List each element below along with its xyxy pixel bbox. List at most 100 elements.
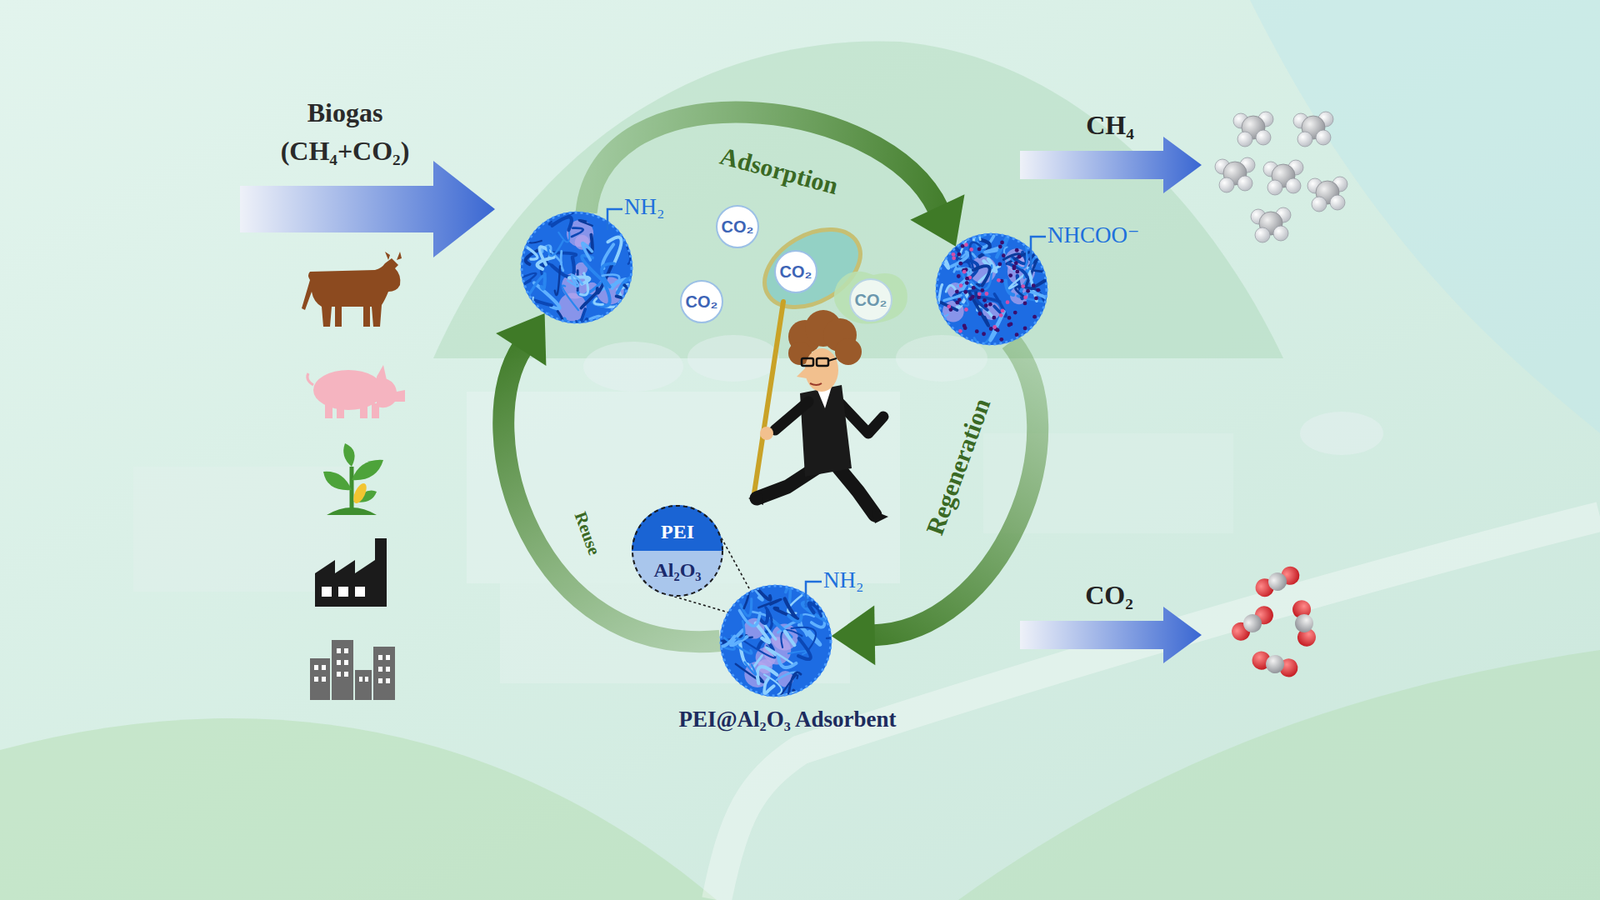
carbamate-dot [977,247,982,252]
carbamate-dot [1032,315,1037,320]
landscape [433,40,1284,359]
product-label: CH₄ [1085,109,1135,141]
biogas-arrow [240,160,495,258]
polymer-strand [745,662,757,675]
carbamate-dot [1000,309,1005,314]
polymer-strand [1011,246,1028,269]
methane-molecule [1263,160,1304,195]
adsorbent-particle: NH₂ [520,211,633,324]
buildings-icon [355,670,372,700]
polymer-strand [1003,254,1021,260]
pig-icon [325,403,333,419]
cow-icon [301,251,402,327]
pig-icon [376,376,405,408]
carbamate-dot [1025,289,1030,294]
polymer-strand [548,240,564,256]
functional-group: NH₂ [624,193,665,220]
arrow-shaft [871,341,1039,635]
buildings-icon [336,648,341,654]
landscape [0,718,717,900]
buildings-icon [336,671,341,677]
carbamate-dot [1023,301,1028,306]
polymer-strand [616,285,635,300]
process-arrow [586,111,965,246]
researcher-figure [748,493,764,505]
polymer-strand [791,627,816,651]
cow-icon [301,258,400,327]
carbamate-dot [975,329,980,334]
co2-out-arrow [1020,606,1202,664]
arrow-head [495,313,546,366]
carbamate-dot [955,290,960,295]
carbamate-dot [1031,283,1036,288]
carbamate-dot [1005,300,1010,305]
carbamate-dot [1013,310,1018,315]
co2-molecules [1252,563,1303,600]
buildings-icon [385,666,390,672]
carbamate-dot [1015,332,1020,337]
researcher-figure [775,401,809,430]
polymer-strand [1028,267,1037,301]
adsorbent-sphere [720,585,832,697]
buildings-icon [314,665,319,670]
methane-molecule [1307,176,1348,212]
carbamate-dot [1023,295,1028,300]
carbamate-dot [969,247,974,252]
buildings-icon [344,671,349,677]
methane-molecule [1233,111,1274,147]
cow-icon [363,305,370,327]
buildings-icon [378,678,383,684]
researcher-figure [805,348,839,392]
process-label: Regeneration [920,395,997,540]
plant-icon [323,443,384,515]
buildings-icon [331,640,354,700]
carbamate-dot [958,329,963,334]
carbamate-dot [988,302,993,307]
pig-icon [371,403,380,419]
molecule-label: CO₂ [721,216,755,237]
polymer-strand [739,588,750,609]
methane-molecule [1250,207,1291,243]
cow-icon [335,305,342,327]
polymer-layer [631,505,724,551]
carbamate-dot [995,328,1000,333]
polymer-strand [534,311,564,331]
carbamate-dot [956,274,961,279]
carbamate-dot [999,337,1004,342]
co2-bubbles [680,205,908,325]
carbon-dioxide-molecule [1290,599,1317,649]
carbamate-dot [1012,266,1017,271]
buildings-icon [378,655,383,660]
buildings-icon [314,676,319,682]
adsorbent-sphere [520,211,633,324]
polymer-strand [555,266,560,296]
layer-label: PEI [660,520,695,544]
polymer-strand [763,622,776,640]
buildings-icon [310,640,395,700]
input-label: Biogas (CH₄+CO₂) [249,93,441,170]
co2-molecules [1290,599,1317,649]
landscape [687,335,780,382]
carbamate-dot [962,270,967,275]
polymer-strand [788,650,809,655]
plant-icon [350,481,370,506]
carbamate-dot [998,245,1003,250]
polymer-strands [509,211,648,341]
buildings-icon [385,678,390,684]
cow-icon [385,251,402,260]
carbamate-dot [964,242,969,247]
carbamate-dot [984,303,989,308]
co2-bubbles [716,205,759,248]
biogas-arrow [240,160,495,258]
buildings-icon [378,666,383,672]
bond-line [805,581,822,608]
carbamate-dot [1034,295,1039,300]
researcher-figure [816,358,829,366]
lens-layers [631,505,724,597]
bond-line [1030,236,1046,270]
methane-molecule [1215,157,1255,193]
researcher-figure [835,338,862,365]
carbamate-dot [981,331,986,336]
factory-icon [338,586,349,597]
